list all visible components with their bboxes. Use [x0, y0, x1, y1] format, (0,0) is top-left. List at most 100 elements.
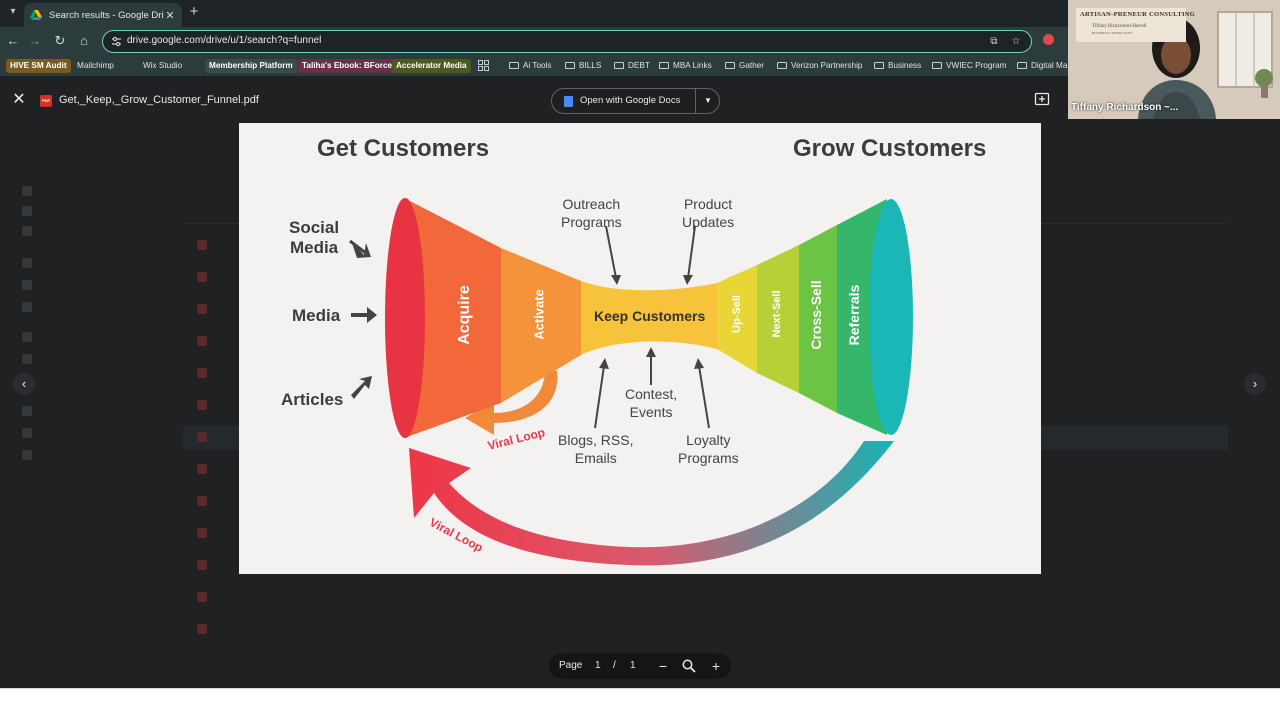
bookmark-mailchimp[interactable]: Mailchimp	[77, 61, 114, 70]
pdf-file-icon	[197, 560, 207, 570]
bookmark-folder-ai-tools[interactable]: Ai Tools	[505, 59, 556, 73]
bookmark-accelerator-media[interactable]: Accelerator Media	[392, 59, 471, 73]
funnel-segment-upsell	[717, 265, 757, 373]
folder-icon	[614, 62, 624, 69]
bookmark-membership-platform[interactable]: Membership Platform	[205, 59, 297, 73]
apps-grid-icon[interactable]	[478, 60, 489, 71]
sidebar-recent-icon	[22, 354, 32, 364]
folder-icon	[659, 62, 669, 69]
bookmarks-bar: HIVE SM Audit Mailchimp Wix Studio Membe…	[0, 56, 1280, 76]
funnel-left-mouth	[385, 198, 425, 438]
browser-tab-active[interactable]: Search results - Google Drive ✕	[24, 3, 182, 27]
tab-close-icon[interactable]: ✕	[165, 9, 175, 22]
open-with-google-docs-button[interactable]: Open with Google Docs ▼	[551, 88, 720, 114]
bookmark-folder-mba-links[interactable]: MBA Links	[655, 59, 716, 73]
tab-search-button[interactable]: ▾	[10, 6, 16, 17]
folder-icon	[932, 62, 942, 69]
site-settings-icon[interactable]	[111, 36, 122, 47]
folder-icon	[509, 62, 519, 69]
reload-icon[interactable]: ↻	[54, 33, 66, 48]
previous-file-chevron-icon[interactable]: ‹	[13, 373, 35, 395]
stage-up-sell: Up-Sell	[731, 295, 743, 333]
bookmark-folder-business[interactable]: Business	[870, 59, 925, 73]
sidebar-computers-icon	[22, 302, 32, 312]
funnel-segment-acquire	[404, 198, 501, 438]
bookmark-folder-vwiec-program[interactable]: VWIEC Program	[928, 59, 1011, 73]
folder-icon	[1017, 62, 1027, 69]
address-bar[interactable]: drive.google.com/drive/u/1/search?q=funn…	[102, 30, 1032, 53]
bookmark-folder-gather[interactable]: Gather	[721, 59, 768, 73]
sidebar-storage-icon	[22, 450, 32, 460]
bookmark-folder-digital-ma[interactable]: Digital Ma	[1013, 59, 1071, 73]
open-with-dropdown-caret-icon[interactable]: ▼	[704, 96, 712, 105]
back-arrow-icon[interactable]: ←	[6, 33, 20, 48]
bookmark-talihas-ebook[interactable]: Taliha's Ebook: BForce	[298, 59, 397, 73]
url-text: drive.google.com/drive/u/1/search?q=funn…	[127, 35, 322, 46]
input-loyalty-programs: Loyalty Programs	[678, 432, 739, 466]
sidebar-shared-icon	[22, 332, 32, 342]
viewer-file-title: Get,_Keep,_Grow_Customer_Funnel.pdf	[59, 94, 259, 106]
pdf-file-icon	[197, 368, 207, 378]
input-blogs-rss-emails: Blogs, RSS, Emails	[558, 432, 634, 466]
forward-arrow-icon[interactable]: →	[28, 33, 42, 48]
bottom-white-strip	[0, 688, 1280, 720]
webcam-sign	[1076, 8, 1186, 42]
recording-indicator-icon[interactable]	[1043, 34, 1054, 45]
pdf-file-type-icon: PDF	[40, 95, 52, 107]
bookmark-folder-verizon-partnership[interactable]: Verizon Partnership	[773, 59, 866, 73]
product-updates-arrow	[687, 225, 696, 279]
bookmark-folder-bills[interactable]: BILLS	[561, 59, 605, 73]
open-with-divider	[695, 89, 696, 113]
folder-icon	[725, 62, 735, 69]
add-comment-icon[interactable]	[1034, 92, 1050, 108]
sidebar-home-icon	[22, 186, 32, 196]
browser-toolbar: ← → ↻ ⌂ drive.google.com/drive/u/1/searc…	[0, 27, 1280, 56]
close-viewer-icon[interactable]: ✕	[12, 91, 26, 108]
bookmark-folder-debt[interactable]: DEBT	[610, 59, 654, 73]
heading-grow-customers: Grow Customers	[793, 135, 987, 162]
drive-file-viewer: ✕ PDF Get,_Keep,_Grow_Customer_Funnel.pd…	[0, 76, 1280, 688]
folder-icon	[565, 62, 575, 69]
bookmark-wix-studio[interactable]: Wix Studio	[143, 61, 183, 70]
total-pages: 1	[630, 660, 636, 671]
source-media: Media	[292, 306, 341, 325]
input-contest-events: Contest, Events	[625, 386, 678, 420]
pdf-file-icon	[197, 240, 207, 250]
home-icon[interactable]: ⌂	[80, 33, 88, 48]
page-label: Page	[559, 660, 583, 671]
stage-activate: Activate	[531, 289, 547, 340]
participant-name: Tiffany Richardson ~...	[1071, 102, 1179, 113]
install-app-icon[interactable]: ⧉	[990, 36, 998, 47]
zoom-in-icon[interactable]: +	[711, 658, 721, 674]
bookmark-hive-sm-audit[interactable]: HIVE SM Audit	[6, 59, 71, 73]
webcam-sign-tagline: BUSINESS CONSULTANT	[1092, 31, 1133, 35]
bookmark-star-icon[interactable]: ☆	[1011, 36, 1021, 47]
webcam-overlay: ARTISAN-PRENEUR CONSULTING Tiffany Richa…	[1068, 0, 1280, 119]
sidebar-my-drive-icon	[22, 258, 32, 268]
source-articles: Articles	[281, 390, 344, 409]
zoom-out-icon[interactable]: −	[658, 658, 668, 674]
pdf-file-icon	[197, 496, 207, 506]
pdf-file-icon	[197, 336, 207, 346]
page-separator: /	[613, 660, 616, 671]
pdf-file-icon	[197, 432, 207, 442]
folder-icon	[777, 62, 787, 69]
funnel-segment-keep	[581, 281, 717, 355]
pdf-file-icon	[197, 304, 207, 314]
sidebar-workspaces-icon	[22, 226, 32, 236]
google-docs-icon	[564, 96, 573, 107]
funnel-segment-nextsell	[757, 245, 799, 393]
input-product-updates: Product Updates	[682, 196, 735, 230]
funnel-segment-activate	[501, 248, 581, 403]
stage-cross-sell: Cross-Sell	[808, 280, 824, 350]
source-social-media: Social Media	[289, 218, 340, 257]
sidebar-trash-icon	[22, 428, 32, 438]
sidebar-shared-drives-icon	[22, 280, 32, 290]
pdf-file-icon	[197, 400, 207, 410]
open-with-label: Open with Google Docs	[580, 95, 681, 106]
zoom-search-icon[interactable]	[681, 658, 697, 674]
outreach-arrow	[605, 225, 617, 279]
next-file-chevron-icon[interactable]: ›	[1244, 373, 1266, 395]
new-tab-button[interactable]: +	[189, 3, 199, 20]
current-page-input[interactable]: 1	[595, 660, 601, 671]
